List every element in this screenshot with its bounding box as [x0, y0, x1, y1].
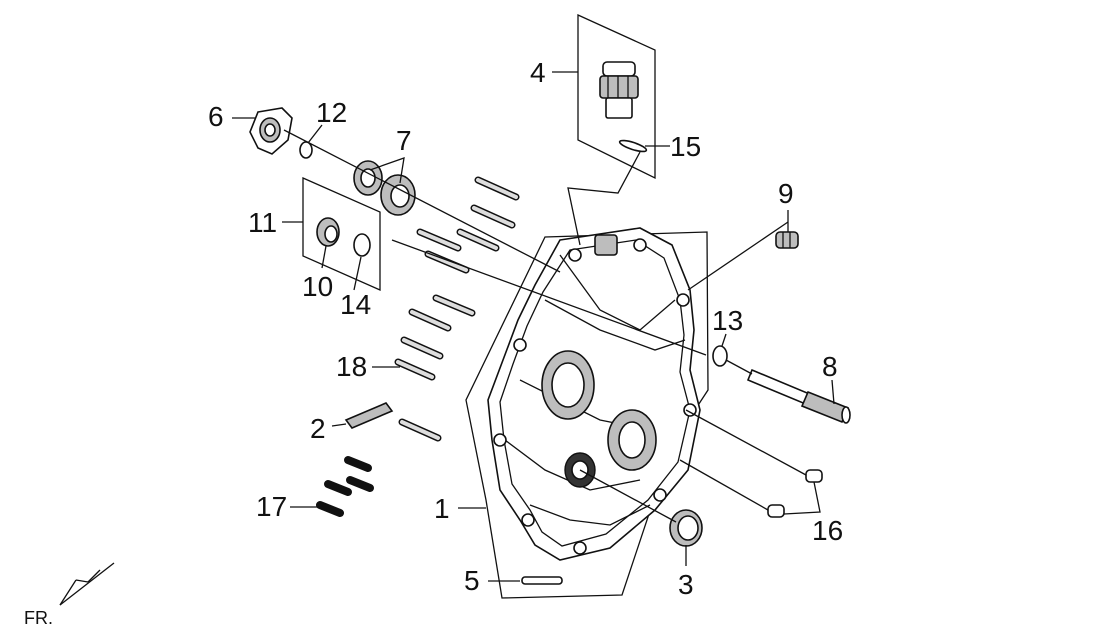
crankcase-cover [487, 227, 701, 561]
label-part-1: 1 [434, 493, 450, 524]
gasket-2 [344, 402, 394, 429]
dowel-pin-5 [521, 576, 563, 585]
group-box-part-11 [302, 177, 381, 291]
front-direction-indicator: FR. [24, 562, 115, 628]
label-part-11: 11 [248, 207, 277, 238]
washer-13 [712, 345, 728, 367]
label-part-15: 15 [670, 131, 701, 162]
label-part-3: 3 [678, 569, 694, 600]
label-part-5: 5 [464, 565, 480, 596]
washer-12 [299, 141, 313, 159]
label-part-9: 9 [778, 178, 794, 209]
label-part-7: 7 [396, 125, 412, 156]
label-part-8: 8 [822, 351, 838, 382]
label-part-12: 12 [316, 97, 347, 128]
label-part-10: 10 [302, 271, 333, 302]
o-ring-15 [618, 139, 648, 153]
front-label: FR. [24, 608, 53, 628]
label-part-14: 14 [340, 289, 371, 320]
group-box-crankcase [465, 231, 709, 599]
label-part-2: 2 [310, 413, 326, 444]
cap-3 [669, 509, 703, 547]
label-part-18: 18 [336, 351, 367, 382]
plug-bolt-9 [775, 231, 799, 249]
oil-seals-7 [353, 160, 416, 216]
bolts-17 [316, 456, 374, 517]
label-part-16: 16 [812, 515, 843, 546]
label-part-17: 17 [256, 491, 287, 522]
dowel-pin-16a [805, 469, 823, 483]
group-box-part-4 [577, 13, 656, 180]
bushing-10 [316, 217, 340, 247]
bracket-6 [249, 107, 293, 155]
label-part-4: 4 [530, 57, 546, 88]
dowel-pin-16b [767, 504, 785, 518]
label-part-6: 6 [208, 101, 224, 132]
o-ring-14 [353, 233, 371, 257]
bolts-upper [394, 176, 520, 442]
label-part-13: 13 [712, 305, 743, 336]
oil-filler-plug [599, 61, 639, 119]
shaft-8 [746, 368, 851, 424]
